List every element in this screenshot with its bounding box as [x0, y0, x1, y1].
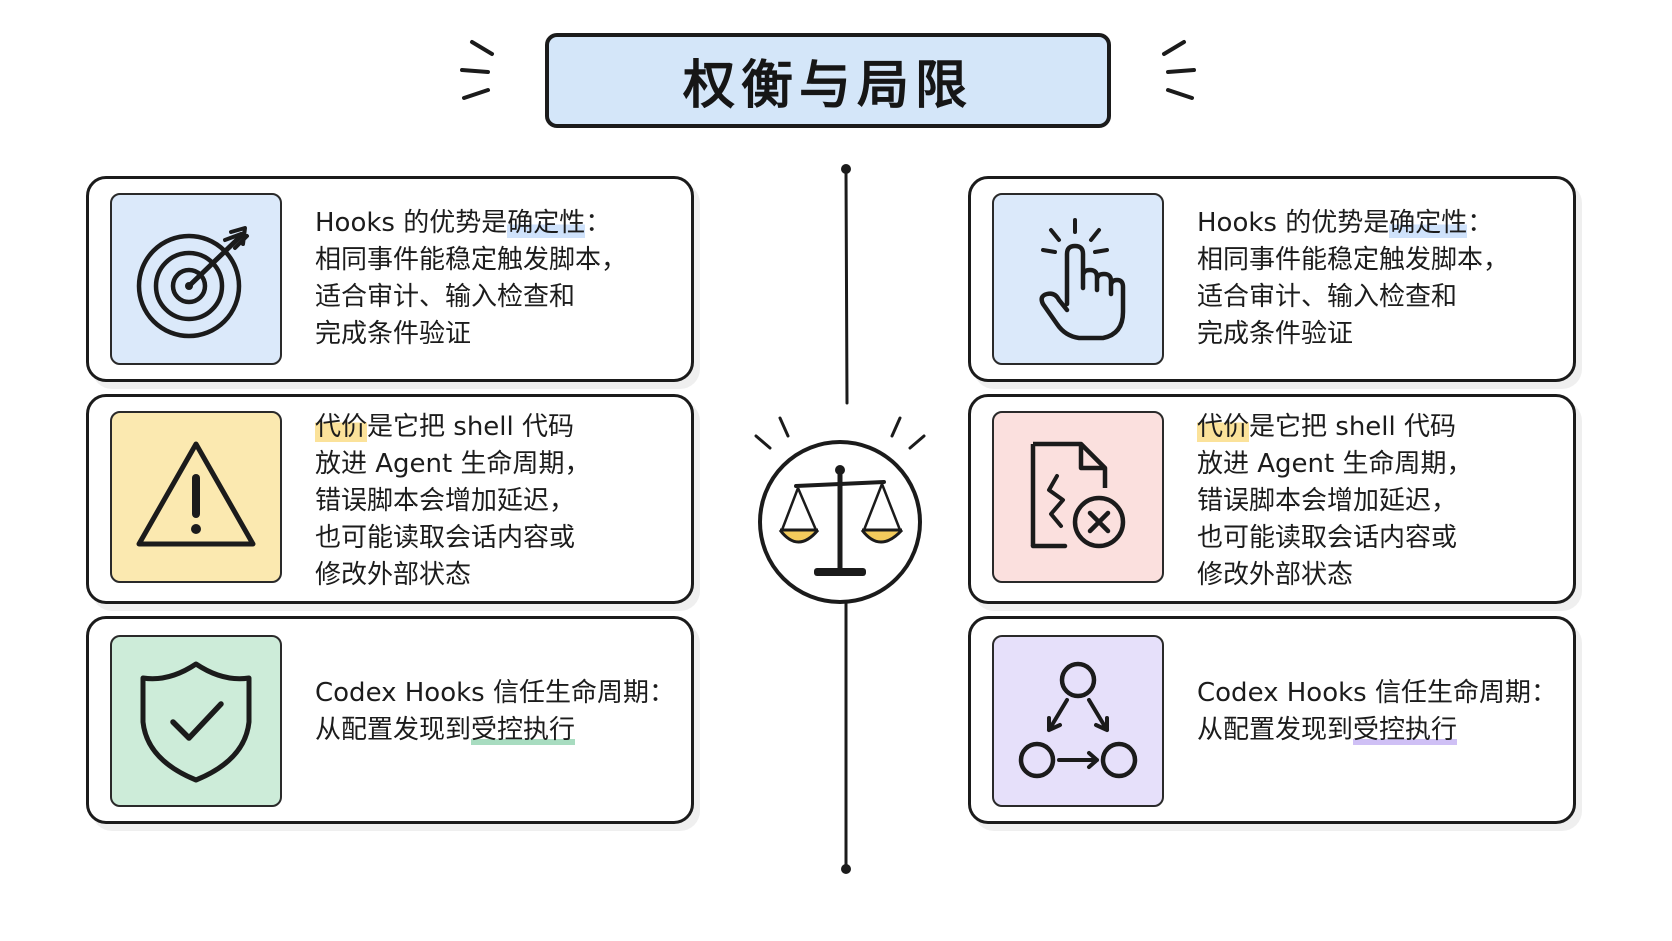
- highlight-term: 受控执行: [471, 715, 576, 745]
- text-line: 代价是它把 shell 代码: [315, 409, 677, 446]
- shield-check-icon: [140, 661, 252, 783]
- left-card-strength: Hooks 的优势是确定性： 相同事件能稳定触发脚本， 适合审计、输入检查和 完…: [86, 176, 694, 382]
- right-card-lifecycle: Codex Hooks 信任生命周期： 从配置发现到受控执行: [968, 616, 1576, 824]
- broken-file-error-icon: [1030, 441, 1126, 549]
- target-icon: [136, 226, 249, 339]
- text-segment: 是它把 shell 代码: [1249, 412, 1457, 442]
- right-icon-box-2: [992, 411, 1164, 583]
- burst-lines-left: [460, 40, 494, 100]
- highlight-term: 代价: [315, 412, 368, 442]
- text-segment: Hooks 的优势是: [315, 208, 508, 238]
- left-icon-box-3: [110, 635, 282, 807]
- right-icon-box-3: [992, 635, 1164, 807]
- page-title: 权衡与局限: [682, 56, 973, 116]
- text-segment: 从配置发现到: [315, 715, 472, 745]
- text-line: 适合审计、输入检查和: [315, 282, 576, 312]
- warning-icon: [136, 441, 256, 547]
- pointer-hand-icon: [1039, 218, 1126, 341]
- left-card-lifecycle: Codex Hooks 信任生命周期： 从配置发现到受控执行: [86, 616, 694, 824]
- left-card-lifecycle-text: Codex Hooks 信任生命周期： 从配置发现到受控执行: [315, 675, 677, 749]
- right-card-lifecycle-text: Codex Hooks 信任生命周期： 从配置发现到受控执行: [1197, 675, 1559, 749]
- highlight-term: 代价: [1197, 412, 1250, 442]
- text-segment: ：: [1467, 208, 1494, 238]
- text-line: Hooks 的优势是确定性：: [1197, 205, 1559, 242]
- left-card-strength-text: Hooks 的优势是确定性： 相同事件能稳定触发脚本， 适合审计、输入检查和 完…: [315, 205, 677, 353]
- text-line: 放进 Agent 生命周期，: [315, 449, 591, 479]
- text-line: 完成条件验证: [1197, 319, 1354, 349]
- left-icon-box-1: [110, 193, 282, 365]
- right-card-cost: 代价是它把 shell 代码 放进 Agent 生命周期， 错误脚本会增加延迟，…: [968, 394, 1576, 604]
- text-line: 相同事件能稳定触发脚本，: [315, 245, 628, 275]
- text-line: Codex Hooks 信任生命周期：: [315, 678, 675, 708]
- text-line: 从配置发现到受控执行: [315, 712, 677, 749]
- text-line: 也可能读取会话内容或: [315, 523, 576, 553]
- text-segment: 是它把 shell 代码: [367, 412, 575, 442]
- text-line: 适合审计、输入检查和: [1197, 282, 1458, 312]
- text-segment: ：: [585, 208, 612, 238]
- text-line: 修改外部状态: [315, 560, 472, 590]
- right-card-cost-text: 代价是它把 shell 代码 放进 Agent 生命周期， 错误脚本会增加延迟，…: [1197, 409, 1559, 594]
- text-line: 代价是它把 shell 代码: [1197, 409, 1559, 446]
- center-divider: [841, 164, 851, 874]
- balance-scale-icon: [754, 416, 926, 604]
- right-card-strength: Hooks 的优势是确定性： 相同事件能稳定触发脚本， 适合审计、输入检查和 完…: [968, 176, 1576, 382]
- text-line: Codex Hooks 信任生命周期：: [1197, 678, 1557, 708]
- highlight-term: 确定性: [1389, 208, 1468, 238]
- text-line: 修改外部状态: [1197, 560, 1354, 590]
- text-line: 错误脚本会增加延迟，: [315, 486, 576, 516]
- text-line: 错误脚本会增加延迟，: [1197, 486, 1458, 516]
- right-icon-box-1: [992, 193, 1164, 365]
- left-card-cost: 代价是它把 shell 代码 放进 Agent 生命周期， 错误脚本会增加延迟，…: [86, 394, 694, 604]
- text-segment: Hooks 的优势是: [1197, 208, 1390, 238]
- left-icon-box-2: [110, 411, 282, 583]
- text-line: 放进 Agent 生命周期，: [1197, 449, 1473, 479]
- left-card-cost-text: 代价是它把 shell 代码 放进 Agent 生命周期， 错误脚本会增加延迟，…: [315, 409, 677, 594]
- title-banner: 权衡与局限: [545, 33, 1111, 128]
- text-line: 从配置发现到受控执行: [1197, 712, 1559, 749]
- text-line: 也可能读取会话内容或: [1197, 523, 1458, 553]
- burst-lines-right: [1162, 40, 1196, 100]
- text-line: 相同事件能稳定触发脚本，: [1197, 245, 1510, 275]
- text-line: Hooks 的优势是确定性：: [315, 205, 677, 242]
- text-line: 完成条件验证: [315, 319, 472, 349]
- highlight-term: 确定性: [507, 208, 586, 238]
- highlight-term: 受控执行: [1353, 715, 1458, 745]
- flow-nodes-icon: [1018, 661, 1138, 779]
- text-segment: 从配置发现到: [1197, 715, 1354, 745]
- right-card-strength-text: Hooks 的优势是确定性： 相同事件能稳定触发脚本， 适合审计、输入检查和 完…: [1197, 205, 1559, 353]
